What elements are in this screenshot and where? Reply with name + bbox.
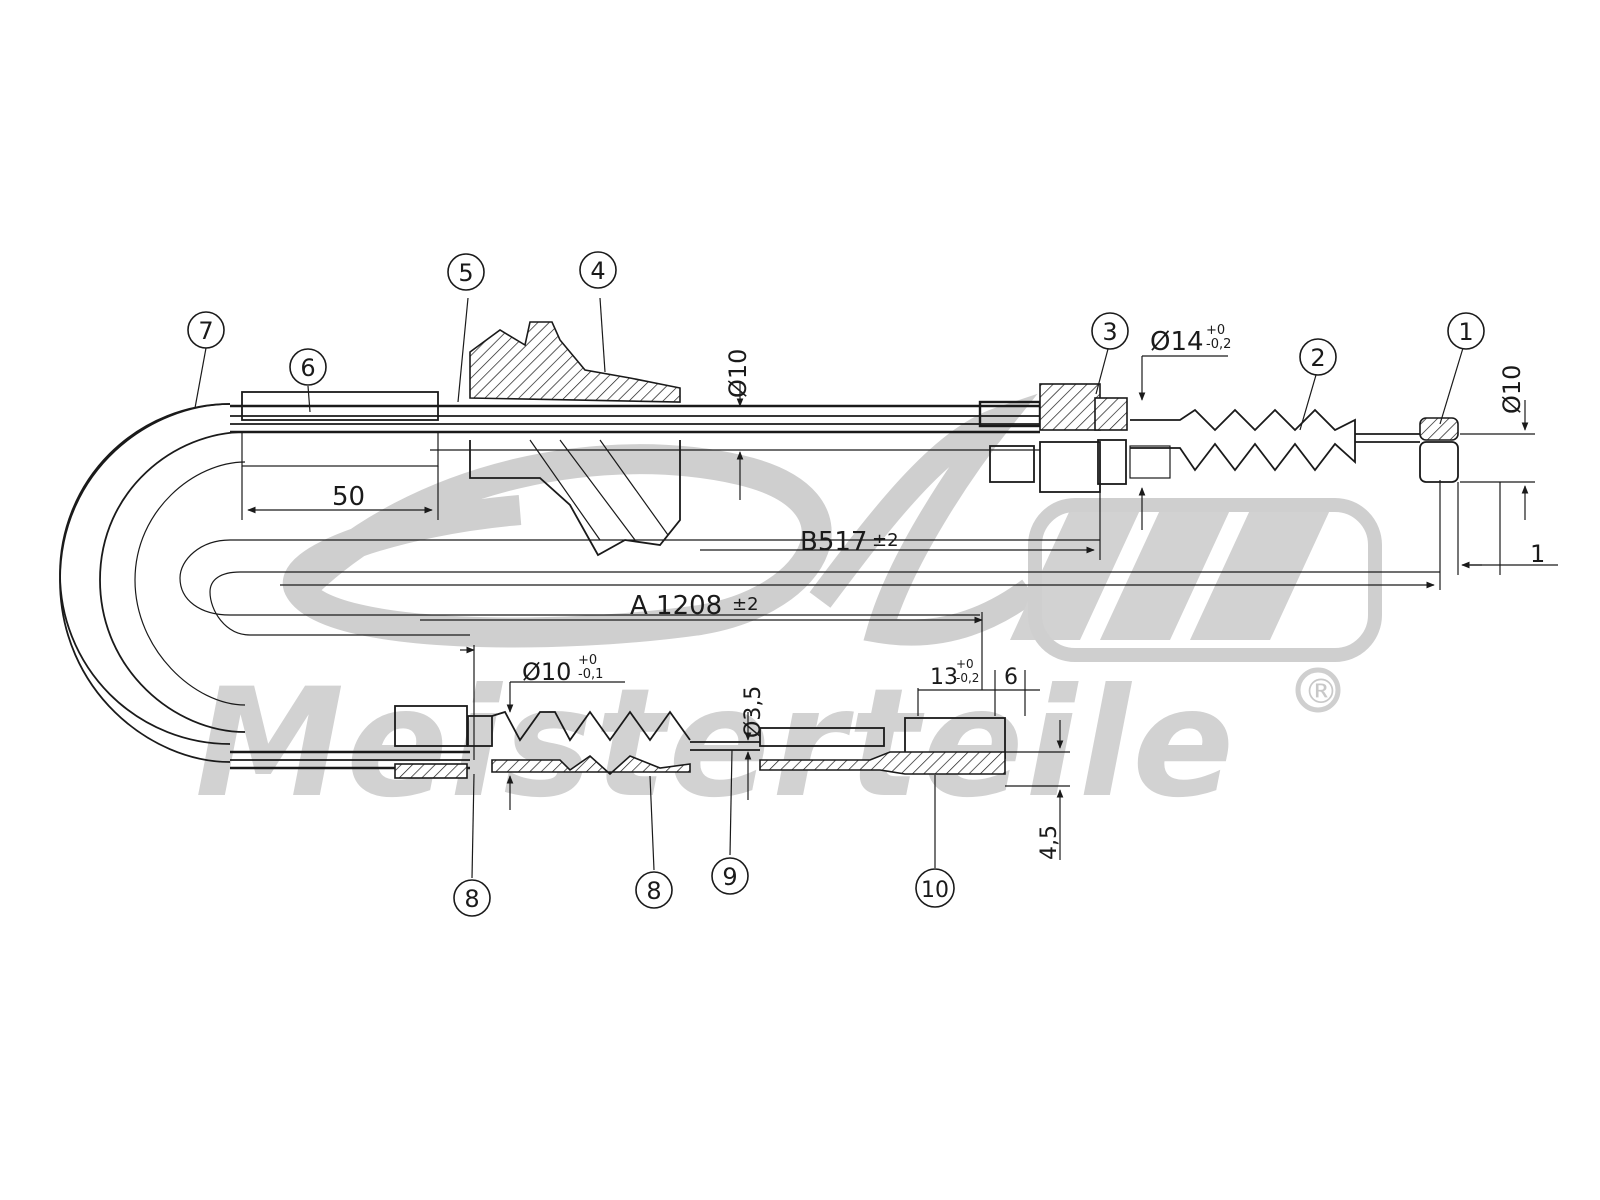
dim-13-tol-upper: +0 <box>956 657 974 671</box>
watermark-block-3 <box>1190 510 1330 640</box>
dim-dia14-label: Ø14 <box>1150 327 1204 357</box>
u-line-a <box>209 571 1440 636</box>
dim-13-tol-lower: -0,2 <box>956 671 979 685</box>
callout-10: 10 <box>915 868 955 908</box>
upper-cable-run <box>230 321 1459 557</box>
end-cap-nipple <box>1419 417 1459 441</box>
dimension-lines <box>241 355 1558 860</box>
outer-cable-loop <box>59 403 246 763</box>
adjuster-lower-collar <box>1097 439 1127 485</box>
dim-dia10-upper-label: Ø10 <box>724 349 752 398</box>
lower-dust-boot-hatched <box>491 754 691 776</box>
lower-ferrule <box>394 705 468 747</box>
dim-dia10-lower-tol-upper: +0 <box>578 653 597 668</box>
callout-bubbles: 1 2 3 4 5 6 7 8 <box>187 251 1485 917</box>
dim-b-tolerance: ±2 <box>872 530 899 551</box>
leader-7 <box>194 347 207 409</box>
grommet-ribs <box>529 439 669 541</box>
callout-9-label: 9 <box>722 863 737 891</box>
protective-sleeve-lower <box>241 431 439 467</box>
u-line-b <box>179 539 1100 616</box>
callout-leaders <box>194 297 1464 879</box>
callout-5: 5 <box>447 253 485 291</box>
dim-6-label: 6 <box>1004 665 1018 690</box>
callout-4: 4 <box>579 251 617 289</box>
callout-10-label: 10 <box>921 878 949 903</box>
adjuster-housing <box>1039 441 1101 493</box>
lower-ferrule-hatched <box>394 763 468 779</box>
dim-cap-dia-label: Ø10 <box>1498 365 1526 414</box>
watermark-frame <box>1028 498 1382 662</box>
end-cap-nipple-lower <box>1419 441 1459 483</box>
callout-8a: 8 <box>453 879 491 917</box>
grommet-lower-body <box>469 440 681 557</box>
callout-3-label: 3 <box>1102 318 1117 346</box>
callout-4-label: 4 <box>590 257 605 285</box>
cable-loop-inner-edge <box>99 431 246 733</box>
leader-5 <box>457 297 469 403</box>
watermark-registered-mark: ® <box>1304 672 1338 712</box>
dim-13-label: 13 <box>930 665 958 690</box>
watermark-block-2 <box>1100 510 1230 640</box>
callout-8a-label: 8 <box>464 885 479 913</box>
callout-3: 3 <box>1091 312 1129 350</box>
callout-6-label: 6 <box>300 354 315 382</box>
leader-6 <box>307 385 311 413</box>
dim-gap-label: 1 <box>1530 540 1545 568</box>
cable-loop-innermost <box>134 461 246 706</box>
callout-1: 1 <box>1447 312 1485 350</box>
adjuster-nut <box>1039 383 1101 431</box>
callout-2-label: 2 <box>1310 344 1325 372</box>
callout-8b-label: 8 <box>646 877 661 905</box>
leader-4 <box>599 297 606 373</box>
leader-3 <box>1095 348 1109 395</box>
dim-wire-dia-label: Ø3,5 <box>741 686 766 738</box>
end-fitting-hatched <box>759 751 1006 775</box>
adjuster-socket <box>989 445 1035 483</box>
dim-50-label: 50 <box>332 482 365 512</box>
callout-6: 6 <box>289 348 327 386</box>
watermark-registered-circle <box>1295 667 1341 713</box>
lower-dust-boot <box>491 710 691 742</box>
callout-9: 9 <box>711 857 749 895</box>
dust-boot-collar <box>1129 445 1171 479</box>
dim-dia10-lower-tol-lower: -0,1 <box>578 667 603 682</box>
inner-u-schematic <box>179 539 1440 636</box>
lower-cable-run <box>230 705 1006 779</box>
dim-a-label: A 1208 <box>630 591 722 621</box>
end-fitting-body <box>759 727 885 747</box>
callout-7: 7 <box>187 311 225 349</box>
watermark-block-1 <box>1010 510 1140 640</box>
lower-sleeve-step <box>467 715 493 747</box>
cable-loop-outer-edge <box>59 403 231 763</box>
callout-2: 2 <box>1299 338 1337 376</box>
dust-boot-bellows-lower <box>1130 440 1356 472</box>
leader-9 <box>729 749 733 856</box>
dim-45-label: 4,5 <box>1037 825 1062 860</box>
dust-boot-bellows <box>1130 408 1356 440</box>
dim-a-tolerance: ±2 <box>732 594 759 615</box>
callout-1-label: 1 <box>1458 318 1473 346</box>
callout-7-label: 7 <box>198 317 213 345</box>
adjuster-collar <box>1094 397 1128 431</box>
leader-1 <box>1439 347 1464 425</box>
callout-5-label: 5 <box>458 259 473 287</box>
watermark-brand-text: Meisterteile <box>195 657 1236 831</box>
dim-b-label: B517 <box>800 527 867 557</box>
leader-8a <box>471 773 475 879</box>
dim-dia14-tol-upper: +0 <box>1206 323 1225 338</box>
leader-8b <box>649 775 655 871</box>
dimension-labels: 50 B517 ±2 A 1208 ±2 Ø10 Ø14 +0 -0,2 Ø10… <box>332 323 1545 860</box>
leader-2 <box>1299 374 1317 431</box>
watermark-letter-l <box>809 393 1038 646</box>
callout-8b: 8 <box>635 871 673 909</box>
dim-dia10-lower-label: Ø10 <box>522 658 571 686</box>
dim-dia14-tol-lower: -0,2 <box>1206 337 1231 352</box>
rubber-grommet <box>469 321 681 403</box>
